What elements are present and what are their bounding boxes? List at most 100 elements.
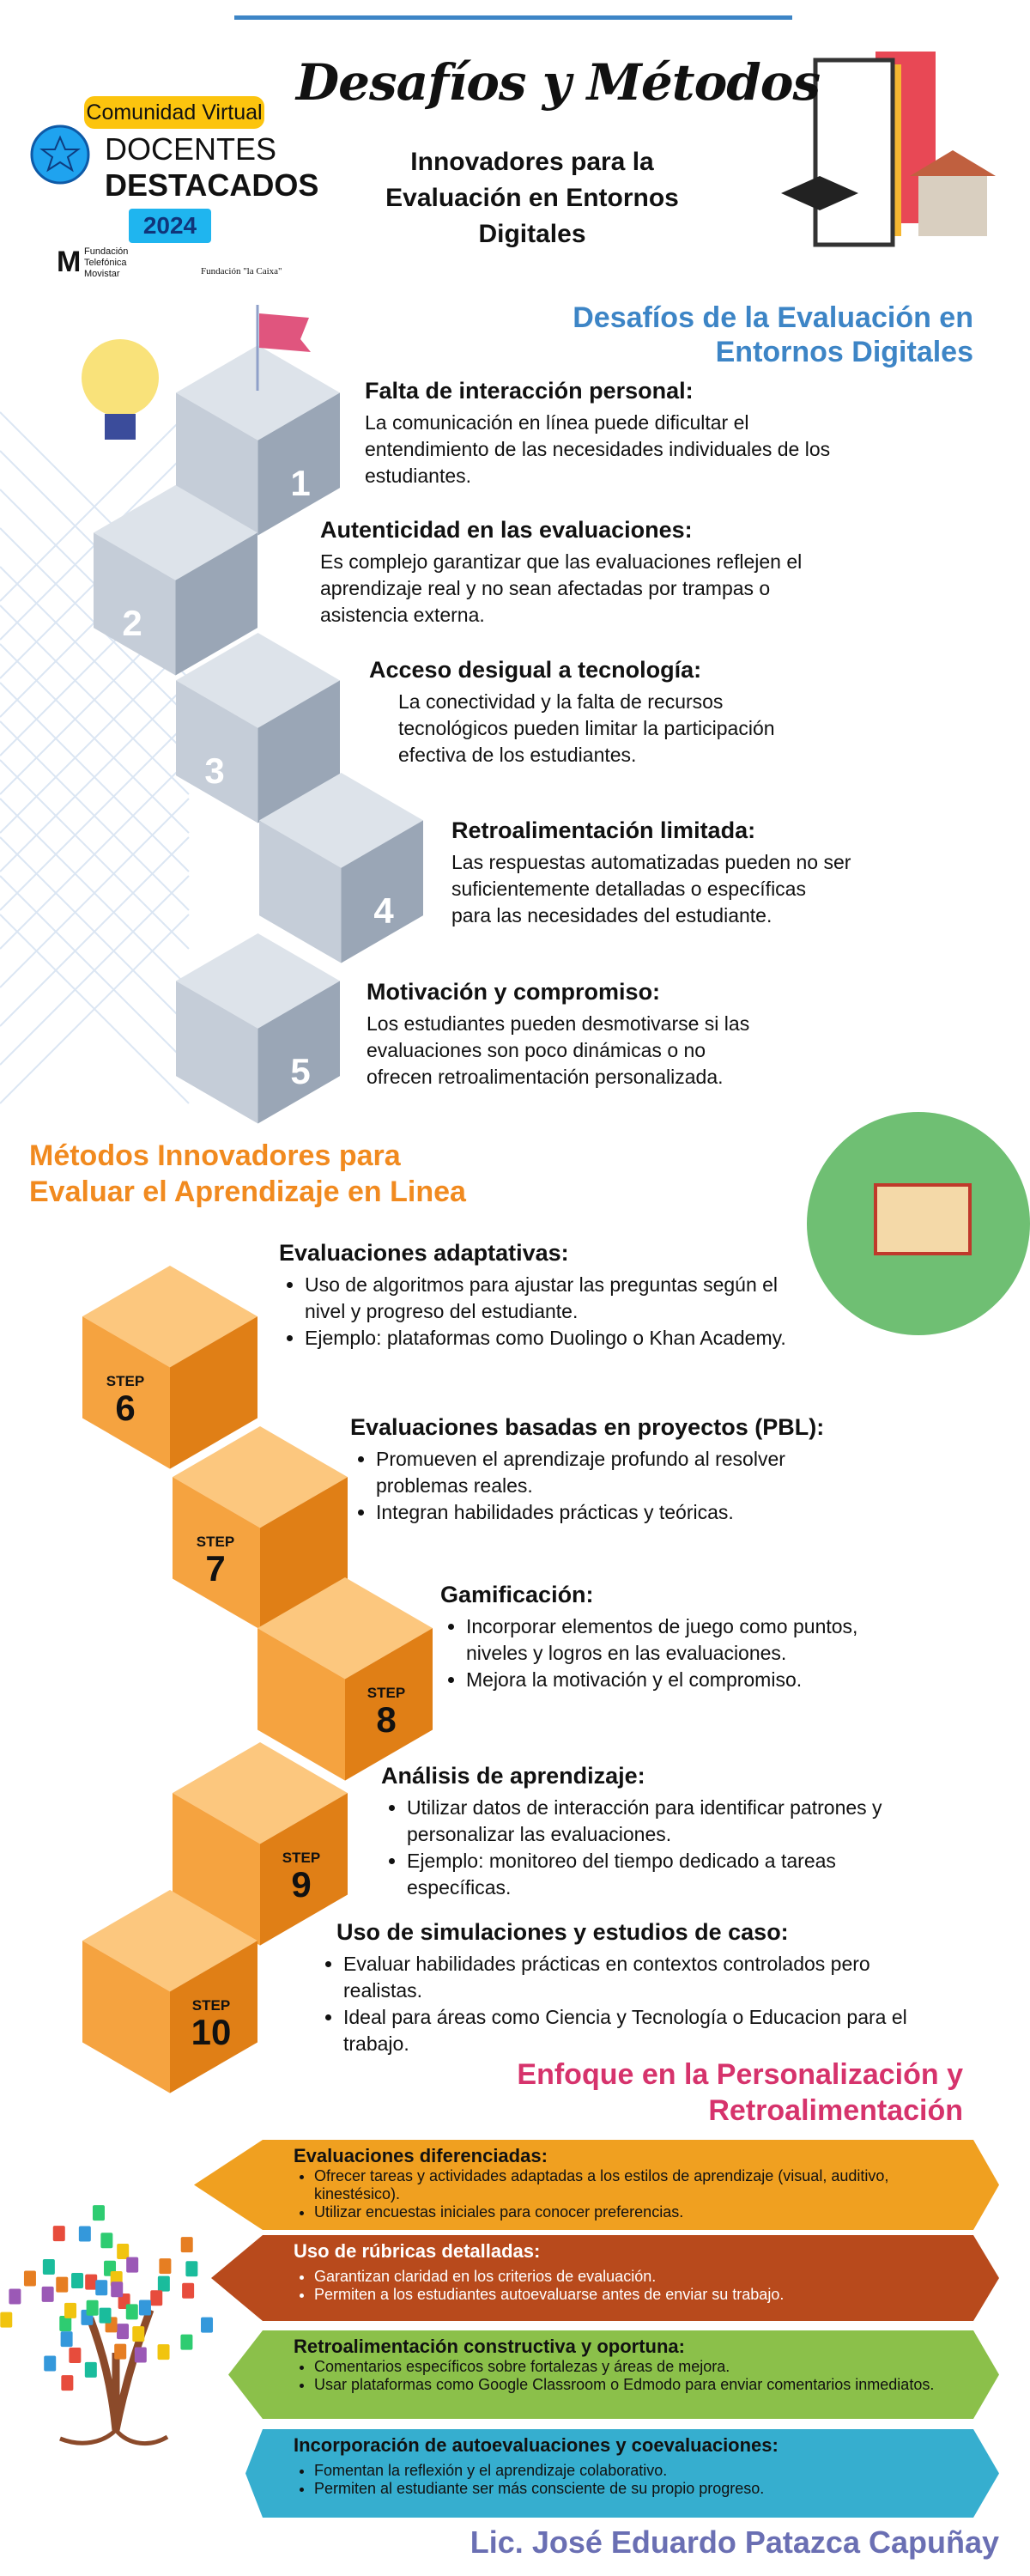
step-label: STEP <box>192 1997 230 2014</box>
logo-text: Fundación <box>84 246 129 257</box>
book-leaf-icon <box>132 2326 145 2342</box>
book-leaf-icon <box>159 2258 172 2275</box>
subtitle-line: Evaluación en Entornos <box>385 184 679 212</box>
heading-line: Enfoque en la Personalización y <box>517 2058 963 2091</box>
book-leaf-icon <box>44 2355 57 2372</box>
background-line <box>0 759 190 950</box>
book-leaf-icon <box>111 2281 124 2298</box>
step-label: STEP <box>367 1685 405 1701</box>
step-cube-left <box>258 1628 345 1781</box>
bullet: Ejemplo: monitoreo del tiempo dedicado a… <box>407 1848 913 1901</box>
step-number: 2 <box>122 603 142 643</box>
band-arrow-shape <box>211 2235 999 2321</box>
building-icon <box>918 176 987 236</box>
step-cube-left <box>173 1793 260 1946</box>
book-leaf-icon <box>71 2272 84 2288</box>
item-title: Evaluaciones basadas en proyectos (PBL): <box>350 1414 825 1440</box>
logo-telefonica: M Fundación Telefónica Movistar <box>57 246 129 280</box>
book-leaf-icon <box>157 2344 170 2360</box>
stair-cube-left <box>94 532 176 676</box>
book-leaf-icon <box>138 2300 151 2316</box>
band-title: Incorporación de autoevaluaciones y coev… <box>294 2434 779 2456</box>
background-line <box>0 605 190 795</box>
bullet: Integran habilidades prácticas y teórica… <box>376 1499 848 1526</box>
community-pill: Comunidad Virtual <box>84 96 264 129</box>
book-leaf-icon <box>78 2226 91 2242</box>
logo-lacaixa: Fundación "la Caixa" <box>201 266 282 276</box>
bullet: Usar plataformas como Google Classroom o… <box>314 2376 948 2394</box>
book-leaf-icon <box>9 2288 21 2305</box>
stair-cube-right <box>175 532 258 676</box>
section-heading-personalization: Enfoque en la Personalización y Retroali… <box>517 2057 963 2129</box>
background-line <box>0 682 190 872</box>
book-leaf-icon <box>59 2315 72 2331</box>
bullet: Utilizar encuestas iniciales para conoce… <box>314 2203 948 2221</box>
movistar-m-icon: M <box>57 246 82 278</box>
band-title: Retroalimentación constructiva y oportun… <box>294 2336 685 2357</box>
stair-cube-right <box>258 680 340 823</box>
bullet: Promueven el aprendizaje profundo al res… <box>376 1446 848 1499</box>
award-ribbon-icon <box>30 125 90 185</box>
book-leaf-icon <box>117 2244 130 2260</box>
step-number: 8 <box>376 1699 396 1740</box>
book-leaf-icon <box>41 2286 54 2302</box>
step-cube-right <box>170 1316 258 1469</box>
bullet: Fomentan la reflexión y el aprendizaje c… <box>314 2462 948 2480</box>
item-title: Autenticidad en las evaluaciones: <box>320 517 693 543</box>
book-leaf-icon <box>99 2307 112 2324</box>
logo-text: Telefónica <box>84 258 127 268</box>
band-arrow-shape <box>245 2429 999 2518</box>
band-title: Evaluaciones diferenciadas: <box>294 2145 548 2166</box>
book-leaf-icon <box>92 2205 105 2221</box>
book-leaf-icon <box>0 2312 13 2328</box>
book-leaf-icon <box>157 2275 170 2292</box>
item-text: Los estudiantes pueden desmotivarse si l… <box>367 1012 750 1088</box>
book-leaf-icon <box>182 2282 195 2299</box>
stair-cube-right <box>341 820 423 963</box>
building-roof-icon <box>910 150 996 176</box>
bullet: Utilizar datos de interacción para ident… <box>407 1795 913 1848</box>
subtitle-line: Digitales <box>478 220 586 248</box>
step-number: 7 <box>205 1548 225 1589</box>
book-leaf-icon <box>134 2347 147 2363</box>
heading-line: Retroalimentación <box>708 2094 963 2127</box>
heading-line: Desafíos de la Evaluación en <box>573 301 973 334</box>
step-label: STEP <box>197 1534 234 1550</box>
open-book-icon <box>874 1183 972 1255</box>
page-title: Desafíos y Métodos <box>295 53 821 112</box>
top-divider <box>234 15 792 20</box>
book-leaf-icon <box>95 2280 108 2296</box>
badge-year: 2024 <box>129 209 211 243</box>
method-item: Uso de simulaciones y estudios de caso:E… <box>292 1919 927 2057</box>
method-item: Evaluaciones basadas en proyectos (PBL):… <box>350 1414 848 1526</box>
page-subtitle: Innovadores para la Evaluación en Entorn… <box>360 144 704 252</box>
book-leaf-icon <box>185 2261 198 2277</box>
background-line <box>0 914 190 1104</box>
step-number: 10 <box>191 2012 232 2052</box>
badge-line1: DOCENTES <box>105 131 277 167</box>
book-leaf-icon <box>180 2334 193 2350</box>
background-line <box>0 643 190 834</box>
background-line <box>0 875 190 1066</box>
flag-icon <box>259 313 311 352</box>
book-leaf-icon <box>56 2276 69 2293</box>
step-number: 5 <box>290 1051 310 1091</box>
item-text: Las respuestas automatizadas pueden no s… <box>451 851 851 927</box>
background-line <box>0 720 190 911</box>
background-line <box>0 836 190 1027</box>
heading-line: Métodos Innovadores para <box>29 1139 401 1172</box>
step-label: STEP <box>106 1373 144 1389</box>
bullet: Comentarios específicos sobre fortalezas… <box>314 2358 948 2376</box>
book-leaf-icon <box>64 2302 77 2318</box>
tree-roots-icon <box>59 2428 169 2446</box>
item-title: Análisis de aprendizaje: <box>381 1763 645 1789</box>
bullet: Permiten al estudiante ser más conscient… <box>314 2480 948 2498</box>
book-leaf-icon <box>201 2317 214 2333</box>
step-number: 4 <box>373 890 394 931</box>
book-leaf-icon <box>52 2226 65 2242</box>
stair-cube-right <box>258 981 340 1124</box>
item-title: Motivación y compromiso: <box>367 979 661 1005</box>
stair-cube-right <box>258 392 340 536</box>
book-leaf-icon <box>100 2233 113 2249</box>
